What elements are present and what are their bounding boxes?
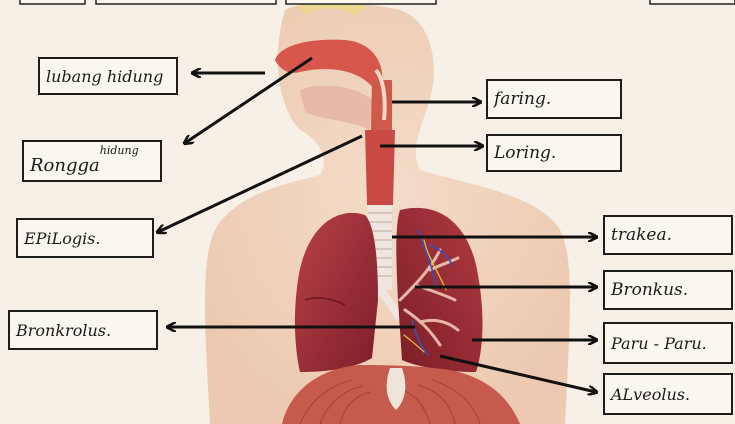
label-faring-text: faring. bbox=[494, 89, 551, 109]
label-rongga-hidung-text: Rongga bbox=[30, 155, 100, 176]
label-bronkiolus: Bronkrolus. bbox=[8, 310, 158, 350]
label-laring: Loring. bbox=[486, 134, 622, 172]
label-alveolus: ALveolus. bbox=[603, 373, 733, 415]
cropped-frames bbox=[20, 0, 735, 4]
label-epiglotis: EPiLogis. bbox=[16, 218, 154, 258]
label-alveolus-text: ALveolus. bbox=[611, 385, 690, 404]
label-trakea: trakea. bbox=[603, 215, 733, 255]
label-epiglotis-text: EPiLogis. bbox=[24, 229, 100, 248]
label-lubang-hidung-text: lubang hidung bbox=[46, 67, 163, 86]
label-bronkus: Bronkus. bbox=[603, 270, 733, 310]
label-bronkiolus-text: Bronkrolus. bbox=[16, 321, 111, 340]
label-bronkus-text: Bronkus. bbox=[611, 280, 688, 300]
label-trakea-text: trakea. bbox=[611, 225, 672, 245]
label-paru-paru: Paru - Paru. bbox=[603, 322, 733, 364]
label-lubang-hidung: lubang hidung bbox=[38, 57, 178, 95]
label-paru-paru-text: Paru - Paru. bbox=[611, 334, 707, 353]
label-laring-text: Loring. bbox=[494, 143, 556, 163]
label-rongga-hidung: Rongga hidung bbox=[22, 140, 162, 182]
label-rongga-hidung-sup: hidung bbox=[100, 144, 139, 157]
label-faring: faring. bbox=[486, 79, 622, 119]
